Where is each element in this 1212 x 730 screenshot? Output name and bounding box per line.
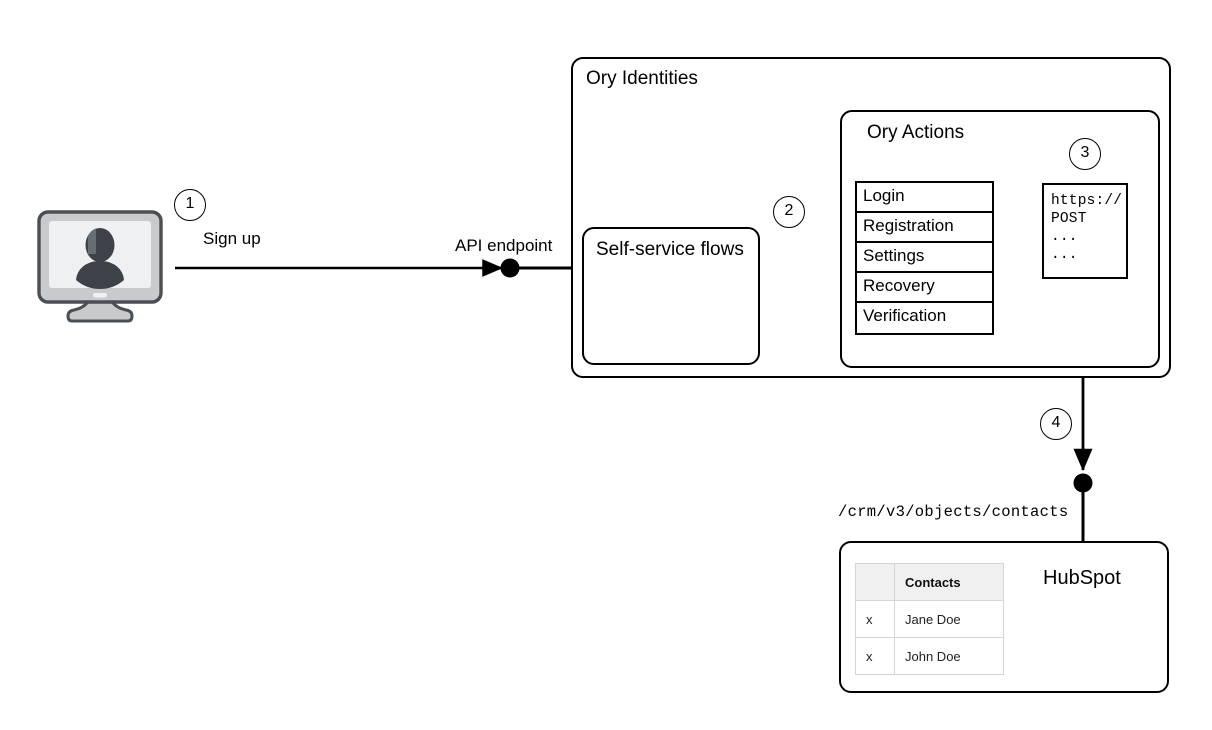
ory-actions-title: Ory Actions	[867, 122, 965, 143]
table-header-row: Contacts	[855, 563, 1004, 601]
monitor-user-icon	[37, 210, 163, 323]
table-row[interactable]: x Jane Doe	[855, 600, 1004, 638]
ory-actions-flow-list: Login Registration Settings Recovery Ver…	[855, 181, 994, 335]
self-service-flows-box	[582, 227, 760, 365]
badge-4: 4	[1040, 408, 1072, 440]
cell-contact-name: Jane Doe	[894, 600, 1004, 638]
webhook-line-body-1: ...	[1051, 229, 1078, 245]
flow-item-verification[interactable]: Verification	[857, 303, 992, 333]
flow-item-registration[interactable]: Registration	[857, 213, 992, 243]
hubspot-endpoint-dot	[1073, 473, 1093, 493]
flow-item-recovery[interactable]: Recovery	[857, 273, 992, 303]
crm-path-label: /crm/v3/objects/contacts	[838, 503, 1069, 521]
flow-item-login[interactable]: Login	[857, 183, 992, 213]
cell-flag: x	[855, 637, 895, 675]
webhook-line-method: POST	[1051, 211, 1087, 227]
webhook-line-body-2: ...	[1051, 247, 1078, 263]
badge-2: 2	[773, 196, 805, 228]
hubspot-title: HubSpot	[1043, 567, 1121, 589]
badge-3: 3	[1069, 138, 1101, 170]
signup-label: Sign up	[203, 229, 261, 248]
ory-identities-title: Ory Identities	[586, 68, 698, 89]
webhook-line-url: https://	[1051, 193, 1123, 209]
cell-contact-name: John Doe	[894, 637, 1004, 675]
api-endpoint-dot	[500, 258, 520, 278]
api-endpoint-label: API endpoint	[455, 236, 553, 255]
flow-item-settings[interactable]: Settings	[857, 243, 992, 273]
table-row[interactable]: x John Doe	[855, 637, 1004, 675]
contacts-table: Contacts x Jane Doe x John Doe	[855, 563, 1004, 675]
cell-flag: x	[855, 600, 895, 638]
webhook-request-card: https:// POST ... ...	[1042, 183, 1128, 279]
badge-1: 1	[174, 189, 206, 221]
column-header-flag	[855, 563, 895, 601]
column-header-contacts: Contacts	[894, 563, 1004, 601]
self-service-flows-title: Self-service flows	[596, 239, 744, 260]
